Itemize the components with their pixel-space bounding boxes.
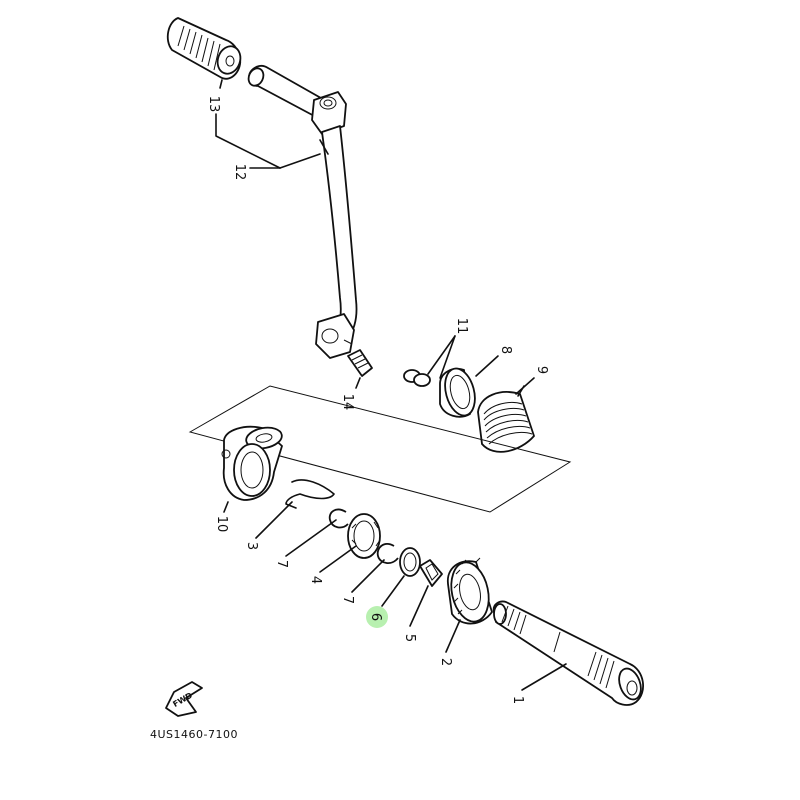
- bolt-14: [347, 349, 373, 377]
- kick-axle-1: [492, 600, 644, 706]
- leader-lines: [215, 79, 567, 691]
- callout-7b[interactable]: 7: [340, 596, 355, 604]
- callout-7a[interactable]: 7: [274, 560, 289, 568]
- callout-8[interactable]: 8: [498, 346, 513, 354]
- callout-10[interactable]: 10: [214, 516, 229, 533]
- assembly-group-outline: [188, 385, 572, 513]
- forward-direction-arrow-icon: FWD: [165, 681, 203, 717]
- callout-6-highlight: [366, 606, 388, 628]
- callout-5[interactable]: 5: [402, 634, 417, 642]
- torsion-spring-9: [477, 385, 535, 453]
- kick-gear-2: [447, 557, 493, 625]
- bushing-8: [439, 367, 476, 418]
- clip-5: [419, 559, 443, 587]
- callout-1[interactable]: 1: [510, 696, 525, 704]
- callout-14[interactable]: 14: [340, 394, 355, 411]
- kick-guide-10: [221, 425, 283, 501]
- callout-2[interactable]: 2: [438, 658, 453, 666]
- callout-11[interactable]: 11: [454, 318, 469, 335]
- callout-3[interactable]: 3: [244, 542, 259, 550]
- circlip-pair-11: [403, 369, 431, 387]
- kick-crank-arm: [247, 64, 358, 359]
- callouts: 13 12 11 8 9 14 10 3 7 4 7 6 5 2 1: [206, 96, 549, 704]
- callout-4[interactable]: 4: [308, 576, 323, 584]
- ratchet-4: [347, 513, 381, 559]
- circlip-7b: [376, 543, 399, 564]
- callout-13[interactable]: 13: [206, 96, 221, 113]
- callout-6[interactable]: 6: [368, 613, 383, 621]
- washer-6: [399, 547, 421, 577]
- kick-grip: [166, 17, 242, 80]
- callout-9[interactable]: 9: [534, 366, 549, 374]
- diagram-code: 4US1460-7100: [150, 728, 238, 741]
- circlip-7a: [328, 508, 349, 529]
- callout-12[interactable]: 12: [232, 164, 247, 181]
- spring-clip-3: [285, 479, 335, 509]
